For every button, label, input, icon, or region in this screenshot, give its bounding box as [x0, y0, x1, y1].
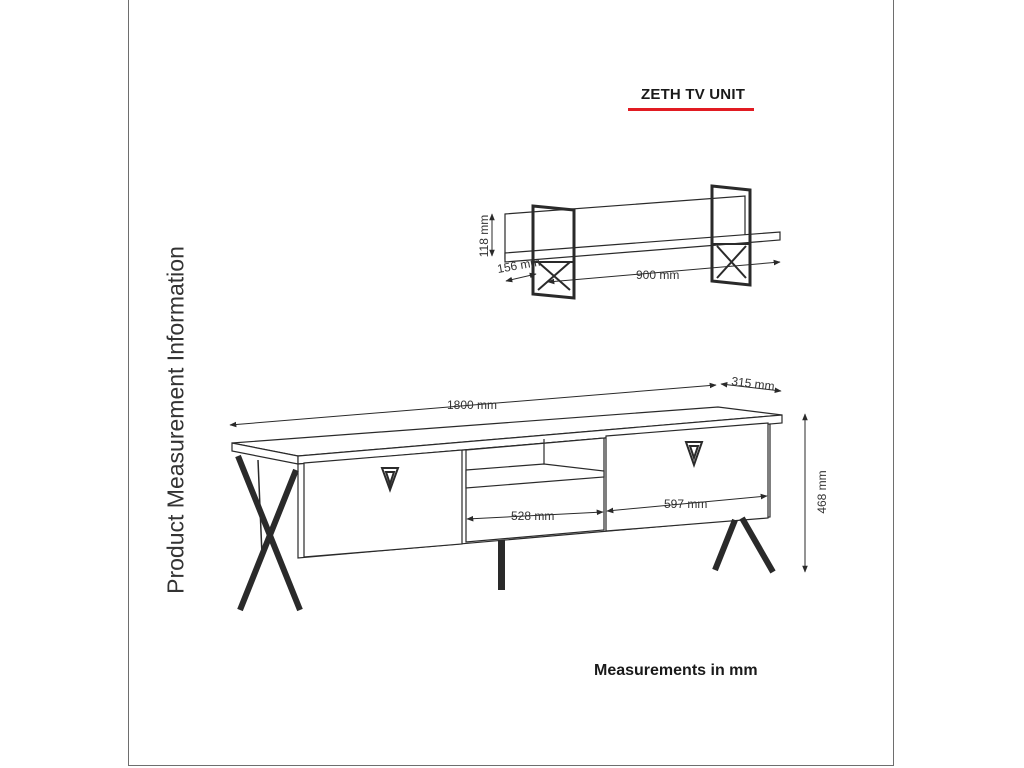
middle-compartment: [465, 437, 605, 543]
product-title: ZETH TV UNIT: [641, 86, 746, 103]
measurements-note: Measurements in mm: [594, 662, 758, 679]
left-x-legs: [235, 454, 303, 612]
left-drawer: [303, 449, 463, 558]
shelf-height-label: 118 mm: [477, 215, 491, 257]
middle-opening-label: 528 mm: [511, 509, 554, 523]
tv-unit-drawing: [231, 406, 783, 612]
unit-depth-label: 315 mm: [731, 374, 776, 393]
unit-width-label: 1800 mm: [447, 398, 497, 412]
title-underline: [628, 108, 754, 111]
page-frame: [128, 0, 894, 766]
center-leg: [498, 540, 505, 590]
unit-height-label: 468 mm: [815, 470, 829, 513]
wall-shelf-drawing: [504, 184, 781, 300]
shelf-width-label: 900 mm: [636, 268, 679, 282]
right-drawer: [605, 422, 769, 532]
unit-dimension-lines: [229, 381, 808, 573]
right-drawer-handle: [684, 441, 704, 469]
left-drawer-handle: [380, 467, 400, 493]
drawer-width-label: 597 mm: [664, 497, 707, 511]
shelf-dimension-lines: [489, 213, 781, 285]
right-legs: [712, 516, 776, 574]
